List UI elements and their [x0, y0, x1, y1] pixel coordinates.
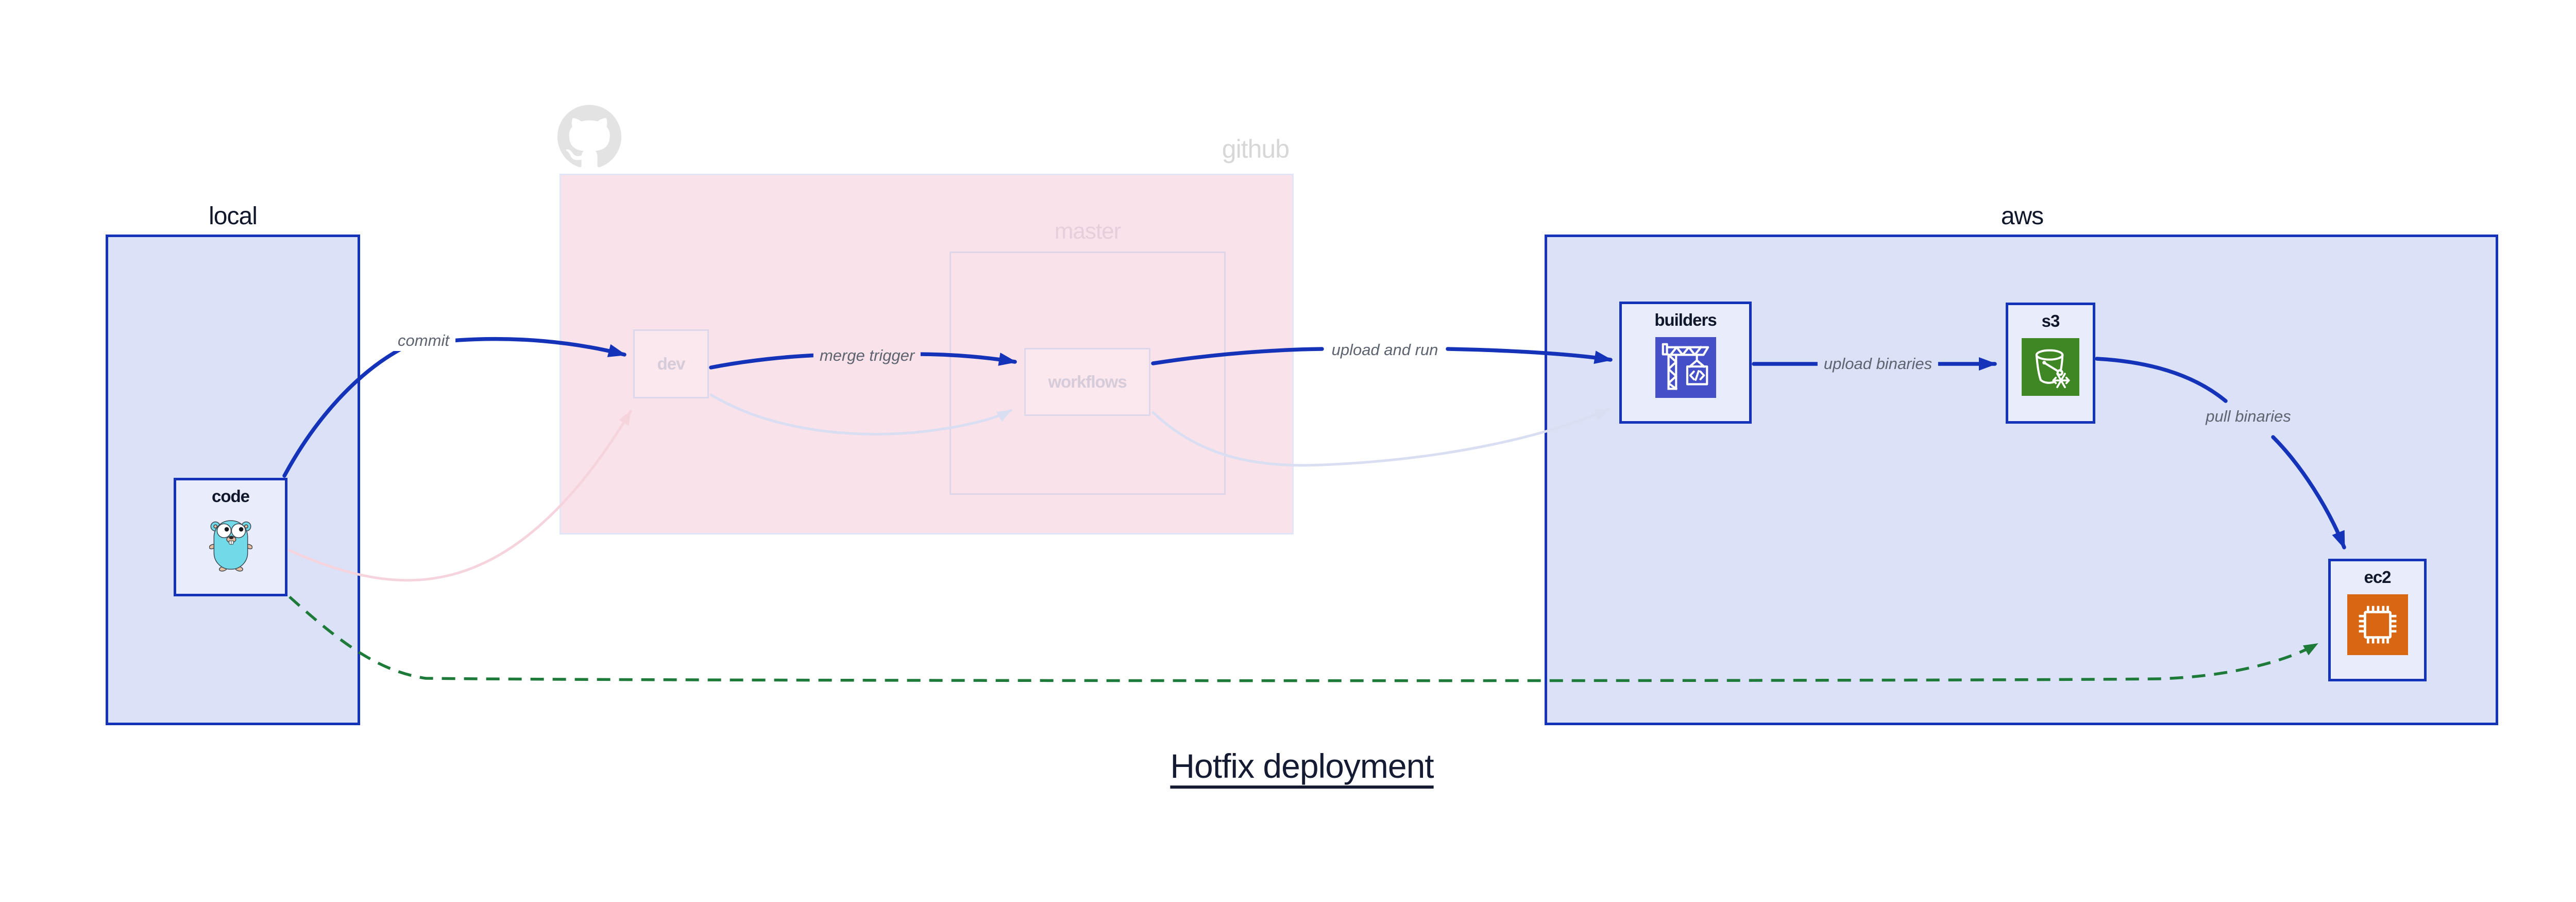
node-s3: s3 — [2006, 303, 2095, 424]
node-s3-label: s3 — [2041, 311, 2060, 330]
codebuild-crane-icon — [1655, 337, 1716, 398]
edge-commit-segment-a — [282, 346, 405, 478]
edge-merge-trigger-segment-a — [709, 353, 822, 370]
node-dev-label: dev — [657, 354, 686, 373]
node-ec2: ec2 — [2328, 559, 2427, 681]
node-code: code — [174, 478, 287, 596]
go-gopher-icon — [209, 520, 252, 572]
page-title: Hotfix deployment — [1170, 747, 1434, 785]
node-workflows-label: workflows — [1048, 372, 1127, 391]
master-branch-label: master — [1054, 219, 1121, 244]
edge-workflows-to-builders-faded — [1151, 408, 1610, 467]
edge-commit-segment-b — [449, 337, 626, 357]
node-code-label: code — [211, 487, 250, 506]
aws-group-label: aws — [2001, 203, 2044, 230]
edge-merge-trigger-segment-b — [913, 352, 1017, 366]
edge-label-upload-binaries: upload binaries — [1817, 354, 1939, 374]
node-builders-label: builders — [1654, 310, 1717, 329]
edge-label-upload-and-run: upload and run — [1325, 340, 1445, 360]
edge-code-to-dev-faded — [288, 410, 632, 582]
edge-label-commit: commit — [392, 330, 455, 351]
edge-pull-binaries-segment-a — [2095, 357, 2228, 403]
node-workflows: workflows — [1024, 348, 1150, 416]
edge-label-pull-binaries: pull binaries — [2199, 406, 2297, 427]
node-builders: builders — [1619, 302, 1752, 424]
edge-pull-binaries-segment-b — [2271, 435, 2346, 549]
edge-dev-to-workflows-faded — [709, 393, 1012, 436]
github-octocat-icon — [557, 105, 621, 168]
github-group-label: github — [1222, 135, 1290, 163]
edge-hotfix-dashed — [289, 595, 2318, 682]
edge-upload-and-run-segment-a — [1151, 347, 1324, 365]
edge-label-merge-trigger: merge trigger — [813, 345, 921, 366]
ec2-chip-icon — [2347, 594, 2408, 655]
node-dev-branch: dev — [633, 329, 709, 398]
node-ec2-label: ec2 — [2364, 567, 2391, 587]
s3-bucket-snowflake-icon — [2022, 338, 2079, 396]
edge-upload-and-run-segment-b — [1446, 347, 1613, 364]
local-group-label: local — [209, 203, 258, 230]
master-branch-box — [950, 252, 1226, 495]
